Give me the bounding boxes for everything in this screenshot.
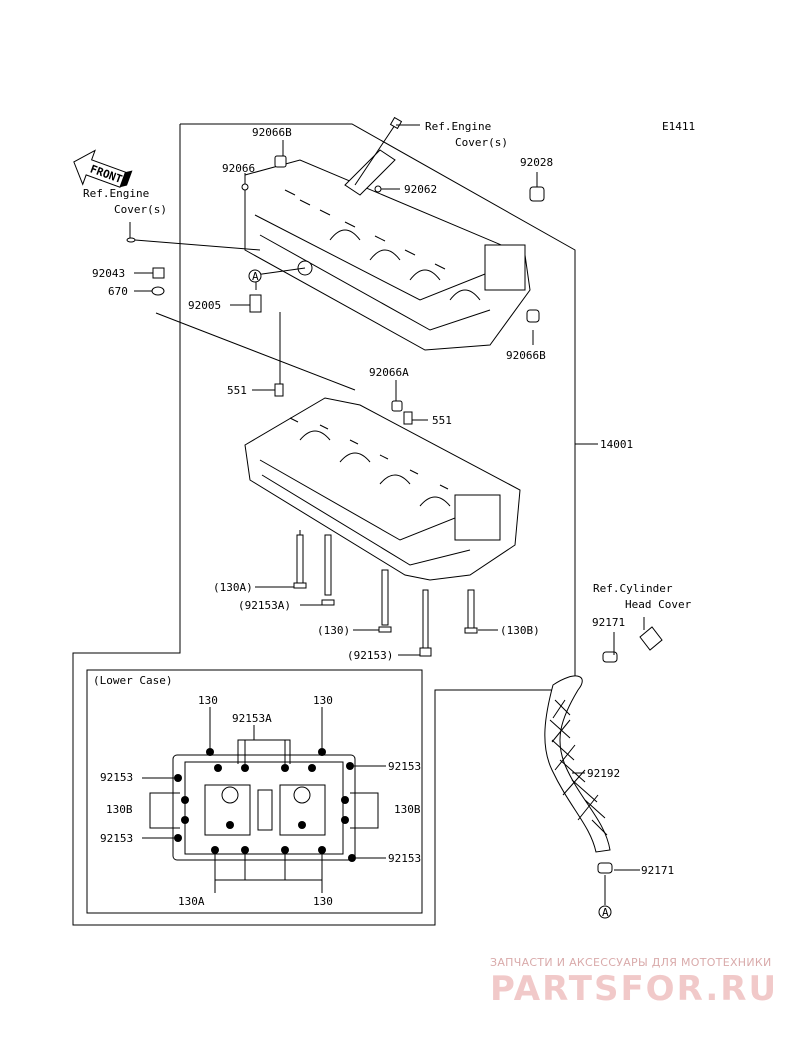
inset-92153-right-bottom: 92153 xyxy=(388,852,421,865)
watermark-logo: PARTSFOR.RU xyxy=(490,969,778,1009)
ref-cylinder-head-cover-2: Head Cover xyxy=(625,598,692,611)
assembly-frame xyxy=(72,123,576,926)
part-92005: 92005 xyxy=(188,299,221,312)
inset-130-top-left: 130 xyxy=(198,694,218,707)
part-670: 670 xyxy=(108,285,128,298)
ref-engine-cover-top-1: Ref.Engine xyxy=(425,120,491,133)
inset-92153A: 92153A xyxy=(232,712,272,725)
part-92066A: 92066A xyxy=(369,366,409,379)
inset-130-top-right: 130 xyxy=(313,694,333,707)
part-14001: 14001 xyxy=(600,438,633,451)
inset-92153-right-top: 92153 xyxy=(388,760,421,773)
lower-crankcase xyxy=(244,397,521,581)
ref-engine-cover-top-2: Cover(s) xyxy=(455,136,508,149)
breather-assembly: A xyxy=(544,617,663,919)
upper-crankcase xyxy=(244,149,531,351)
diagram-code: E1411 xyxy=(662,120,695,133)
part-551-left: 551 xyxy=(227,384,247,397)
inset-92153-left-top: 92153 xyxy=(100,771,133,784)
ref-cylinder-head-cover-1: Ref.Cylinder xyxy=(593,582,673,595)
lower-case-inset: (Lower Case) xyxy=(86,669,423,914)
part-92062: 92062 xyxy=(404,183,437,196)
watermark-tagline: ЗАПЧАСТИ И АКСЕССУАРЫ ДЛЯ МОТОТЕХНИКИ xyxy=(490,956,772,969)
marker-a-upper: A xyxy=(248,269,262,283)
part-92192: 92192 xyxy=(587,767,620,780)
inset-130B-left: 130B xyxy=(106,803,133,816)
part-92153A: (92153A) xyxy=(238,599,291,612)
lower-case-title: (Lower Case) xyxy=(93,674,172,687)
part-130B: (130B) xyxy=(500,624,540,637)
part-92171-top: 92171 xyxy=(592,616,625,629)
leader-lines xyxy=(129,124,598,656)
inset-130-bottom: 130 xyxy=(313,895,333,908)
part-92066B-top: 92066B xyxy=(252,126,292,139)
part-92171-bottom: 92171 xyxy=(641,864,674,877)
inset-92153-left-bottom: 92153 xyxy=(100,832,133,845)
part-92043: 92043 xyxy=(92,267,125,280)
part-130A: (130A) xyxy=(213,581,253,594)
inset-bolts xyxy=(174,748,356,862)
inset-130A-bottom: 130A xyxy=(178,895,205,908)
part-92066B-bottom: 92066B xyxy=(506,349,546,362)
svg-text:A: A xyxy=(252,270,259,283)
marker-a-lower: A xyxy=(602,906,609,919)
part-130: (130) xyxy=(317,624,350,637)
part-551-right: 551 xyxy=(432,414,452,427)
inset-130B-right: 130B xyxy=(394,803,421,816)
part-92066: 92066 xyxy=(222,162,255,175)
ref-engine-cover-left-1: Ref.Engine xyxy=(83,187,149,200)
bolts xyxy=(293,530,478,657)
ref-engine-cover-left-2: Cover(s) xyxy=(114,203,167,216)
part-92028: 92028 xyxy=(520,156,553,169)
part-92153: (92153) xyxy=(347,649,393,662)
